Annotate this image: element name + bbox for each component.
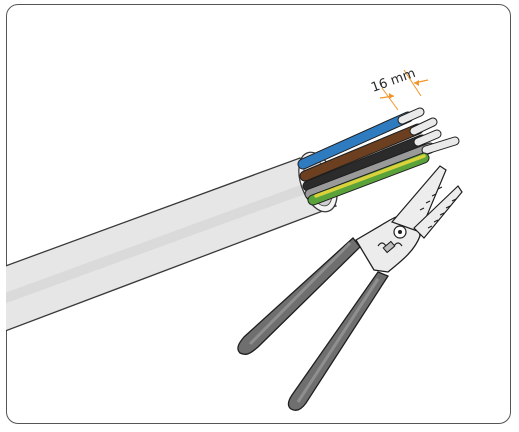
dimension-label: 16 mm: [369, 66, 417, 96]
